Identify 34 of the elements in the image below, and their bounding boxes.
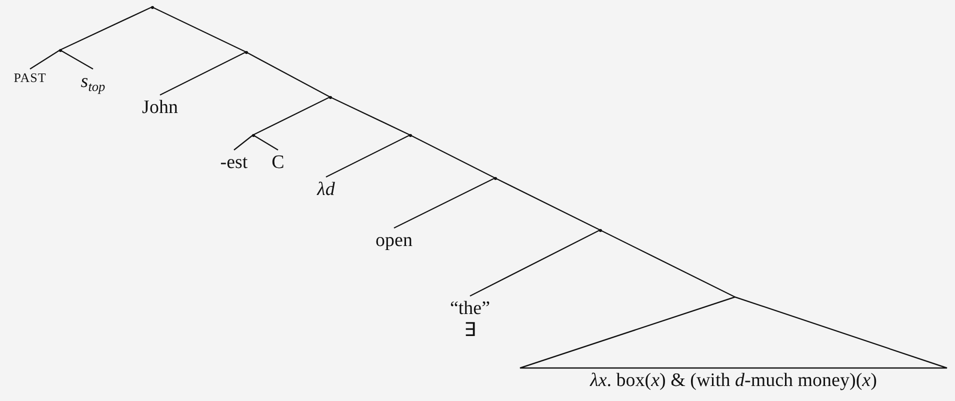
tree-branch <box>494 177 600 231</box>
tree-leaf-label: “the” <box>450 298 490 320</box>
tree-branch <box>152 6 246 53</box>
tree-branch <box>330 96 410 136</box>
tree-branch <box>60 49 94 70</box>
branch-point <box>252 134 254 136</box>
branch-point <box>494 176 496 180</box>
tree-branch <box>252 134 278 151</box>
tree-leaf-label: ∃ <box>464 320 476 342</box>
tree-branch <box>326 134 410 178</box>
tree-leaf-label: John <box>142 97 178 119</box>
tree-branch <box>394 177 496 229</box>
branch-point <box>328 96 332 98</box>
tree-branch <box>234 134 254 150</box>
branch-point <box>58 48 62 52</box>
tree-leaf-label: PAST <box>14 71 46 86</box>
tree-branch <box>246 51 330 98</box>
tree-branch <box>470 229 600 297</box>
semantic-formula: λx. box(x) & (with d-much money)(x) <box>590 370 877 392</box>
tree-branch <box>600 229 736 298</box>
tree-branch <box>60 6 152 51</box>
branch-point <box>408 134 412 136</box>
tree-leaf-label: C <box>272 152 284 174</box>
branch-point <box>244 50 248 54</box>
tree-leaf-label: λd <box>317 179 335 201</box>
tree-branch <box>160 51 246 96</box>
tree-branch <box>30 50 60 70</box>
tree-leaf-label: open <box>376 230 412 252</box>
tree-branch <box>252 96 330 136</box>
tree-branch <box>410 134 496 179</box>
tree-leaf-label: s$_{top}$ <box>80 71 106 93</box>
branch-point <box>598 228 602 232</box>
tree-leaf-label: -est <box>220 152 248 174</box>
branch-point <box>150 6 154 8</box>
